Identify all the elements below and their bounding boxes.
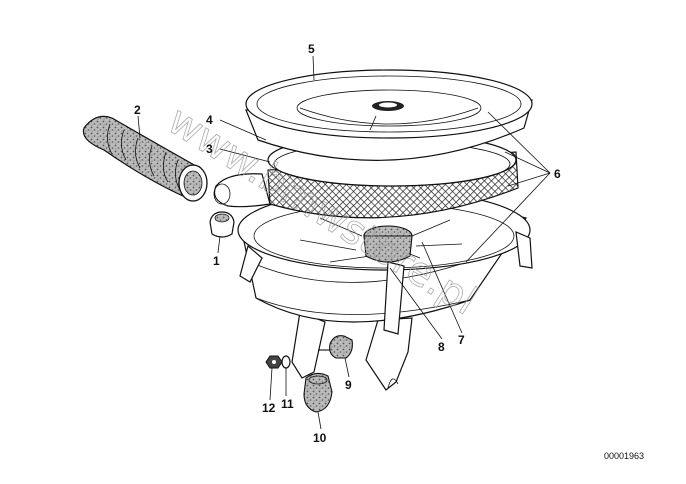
part-number: 00001963 <box>604 451 644 461</box>
mounting-bracket-right <box>365 317 413 391</box>
washer <box>281 355 291 369</box>
leader-lines <box>137 55 551 430</box>
intake-hose <box>82 115 208 202</box>
fitting <box>303 372 333 413</box>
callout-9: 9 <box>345 378 352 392</box>
callout-11: 11 <box>281 397 294 411</box>
small-parts <box>209 211 353 413</box>
snap-clip-left <box>239 244 263 283</box>
callout-8: 8 <box>438 340 445 354</box>
lower-housing <box>213 173 533 391</box>
callout-12: 12 <box>262 401 276 415</box>
callout-6: 6 <box>554 167 561 181</box>
top-cover <box>245 69 533 161</box>
callout-3: 3 <box>206 142 213 156</box>
callout-7: 7 <box>458 333 465 347</box>
intake-snout <box>213 173 271 208</box>
callout-4: 4 <box>206 113 213 127</box>
callout-10: 10 <box>313 431 327 445</box>
callout-2: 2 <box>134 103 141 117</box>
mounting-bracket-left <box>291 311 326 379</box>
callout-5: 5 <box>308 42 315 56</box>
callout-1: 1 <box>213 254 220 268</box>
snap-clip-right <box>515 231 533 269</box>
valve <box>329 335 353 359</box>
callout-labels: 1 2 3 4 5 6 7 8 9 10 11 12 <box>134 42 561 445</box>
